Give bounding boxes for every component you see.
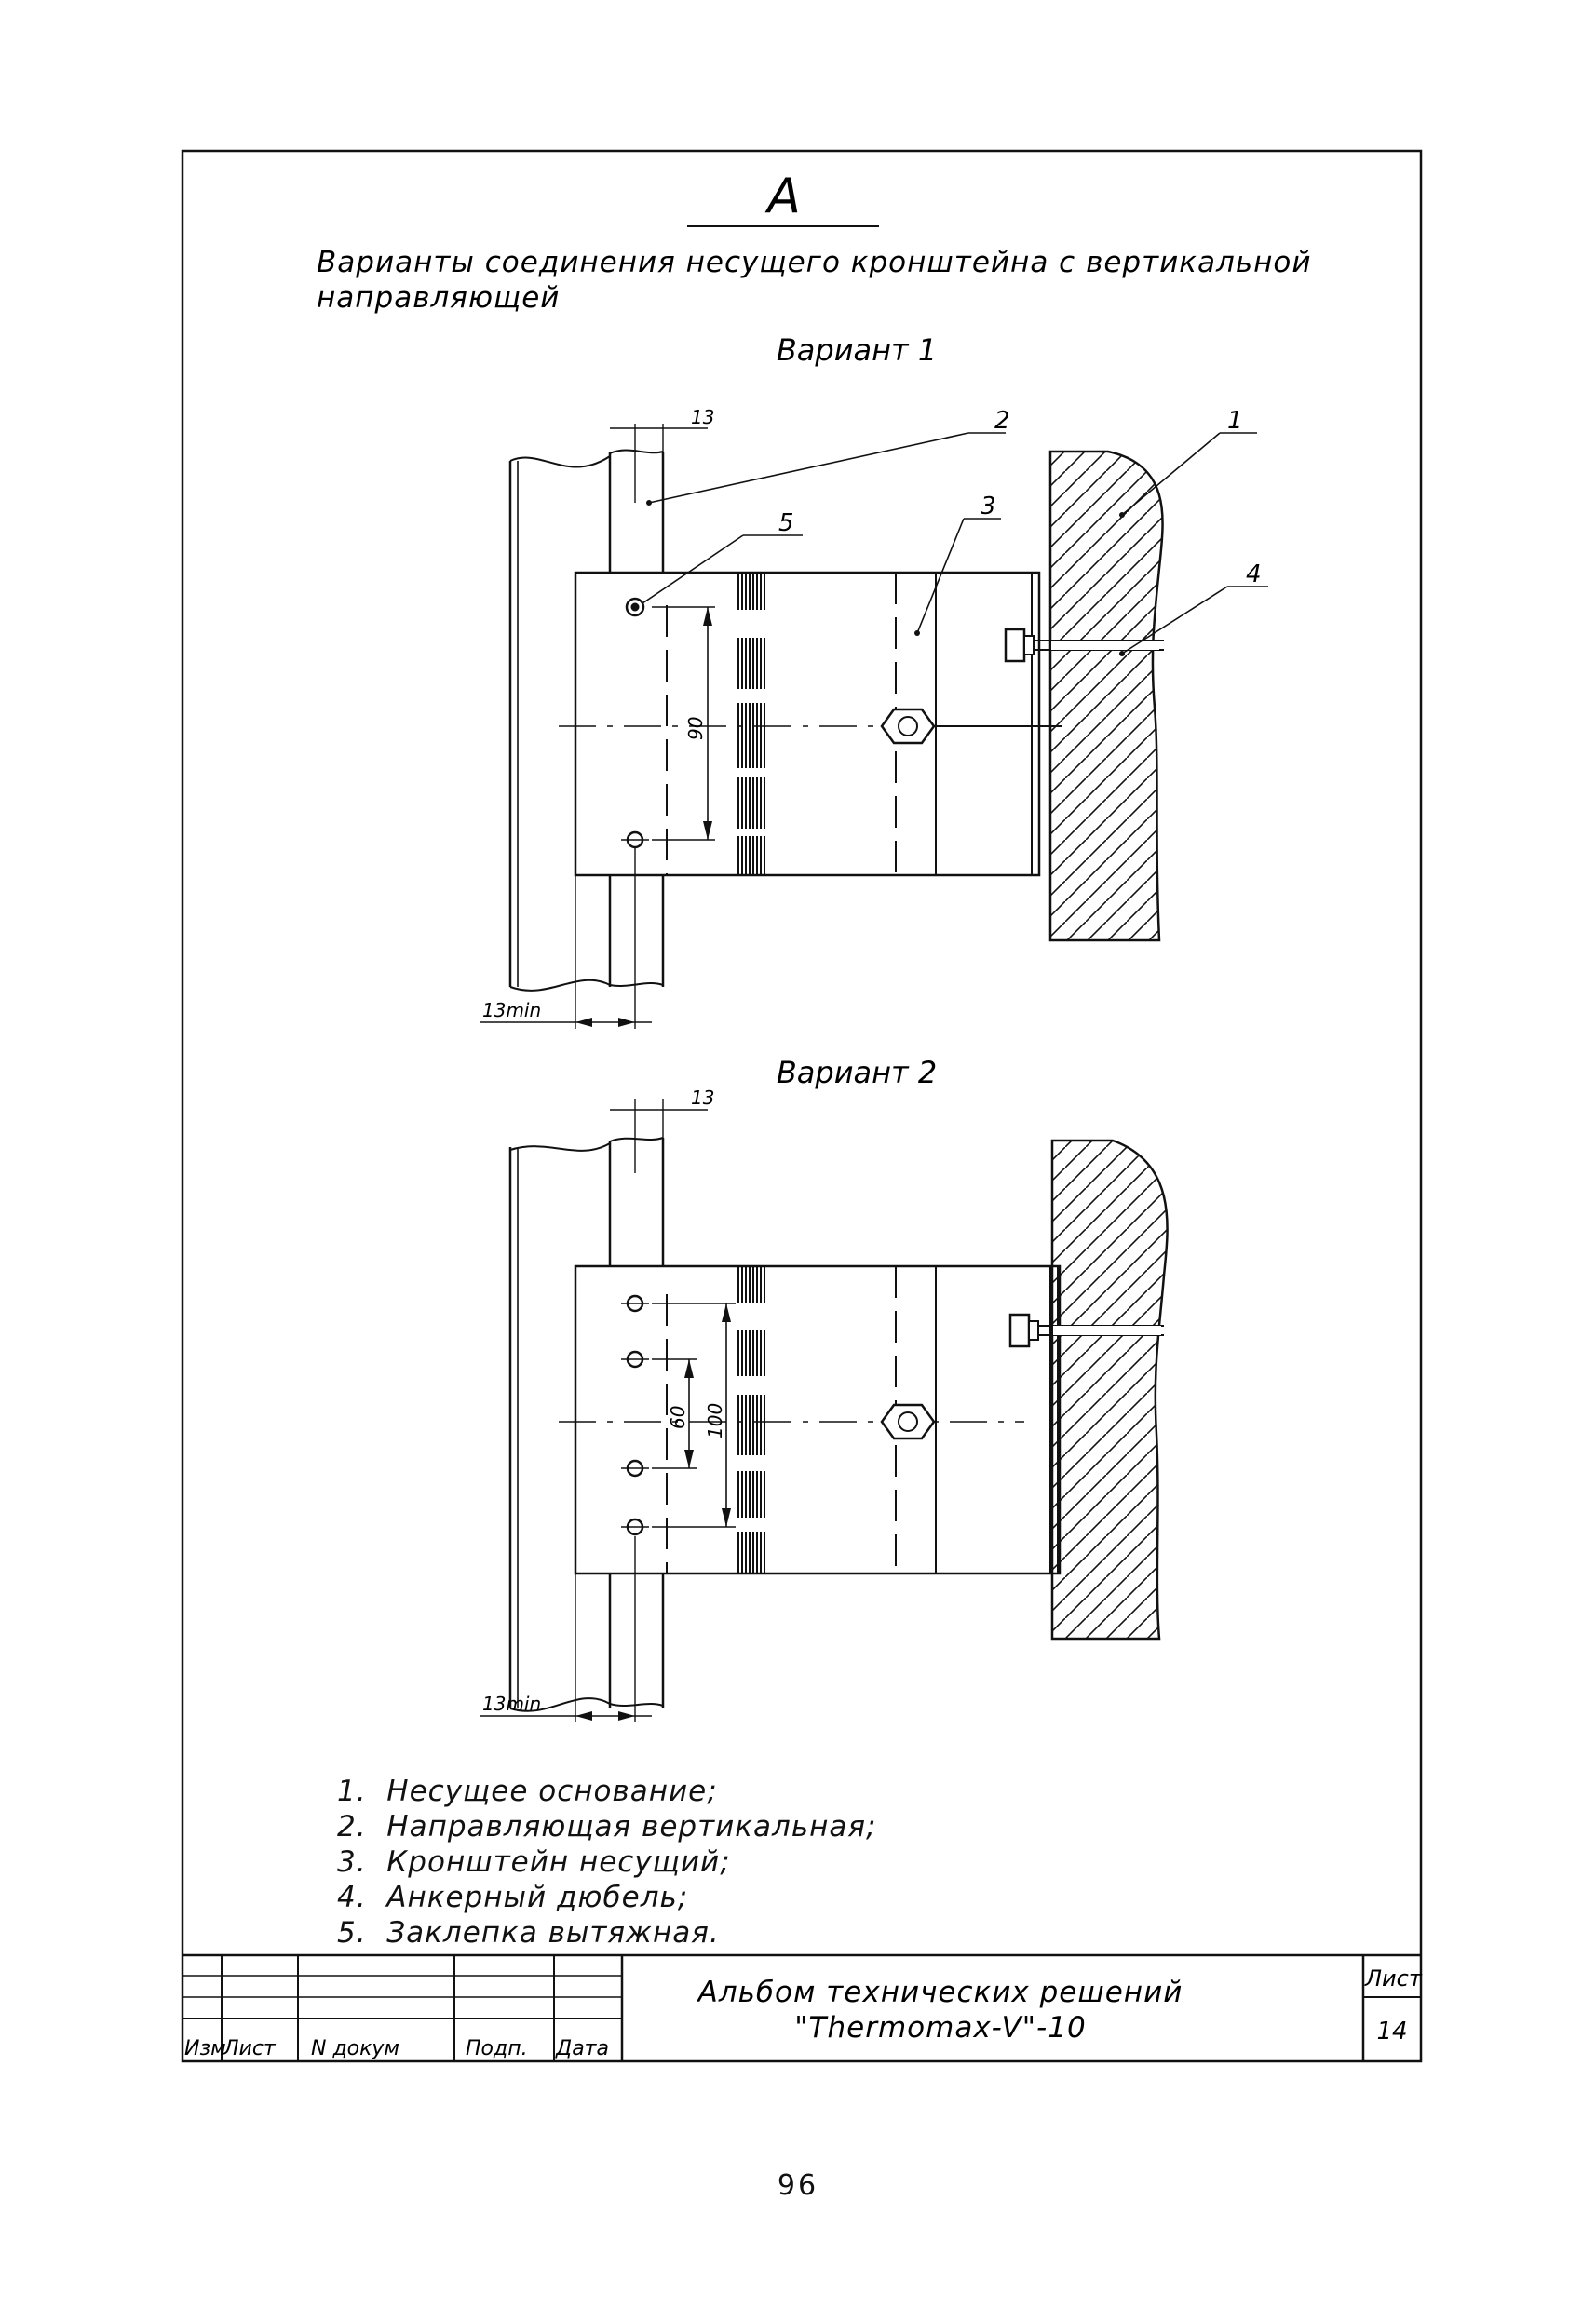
variant-2-drawing (480, 1099, 1169, 1722)
sheet-frame (181, 149, 1423, 2063)
legend-item: 2. Направляющая вертикальная; (337, 1810, 877, 1843)
variant-2-dim-bottom: 13min (482, 1693, 541, 1715)
sheet-label: Лист (1364, 1965, 1423, 1992)
legend-item: 4. Анкерный дюбель; (337, 1881, 689, 1914)
col-ndokum-label: N докум (311, 2037, 399, 2060)
col-list-label: Лист (223, 2037, 277, 2060)
callout-5: 5 (778, 509, 794, 537)
leader-dot (646, 500, 652, 506)
leader-dot (1119, 651, 1125, 656)
variant-1-dim-bottom: 13min (482, 999, 541, 1021)
variant-1-title: Вариант 1 (777, 332, 937, 368)
album-title-line-1: Альбом технических решений (697, 1976, 1183, 2009)
callout-1: 1 (1227, 407, 1243, 435)
leader-dot (914, 630, 920, 636)
variant-1-drawing (480, 424, 1268, 1029)
leader-dot (1119, 512, 1125, 518)
sheet-number: 14 (1376, 2018, 1407, 2046)
col-data-label: Дата (555, 2037, 609, 2060)
legend-list: 1. Несущее основание; 2. Направляющая ве… (337, 1774, 876, 1951)
legend-item: 1. Несущее основание; (337, 1775, 718, 1808)
col-izm-label: Изм (184, 2037, 226, 2060)
page-number: 96 (777, 2169, 819, 2202)
callout-2: 2 (994, 407, 1010, 435)
view-letter: А (764, 169, 801, 224)
variant-2-dim-outer: 100 (704, 1403, 726, 1438)
legend-item: 3. Кронштейн несущий; (337, 1845, 731, 1879)
callout-4: 4 (1246, 560, 1262, 588)
legend-item: 5. Заклепка вытяжная. (337, 1916, 720, 1950)
variant-2-title: Вариант 2 (777, 1055, 937, 1090)
variant-2-dim-inner: 60 (667, 1406, 689, 1429)
variant-2-dim-top: 13 (691, 1087, 714, 1109)
title-block (183, 1953, 1421, 2061)
heading-line-1: Варианты соединения несущего кронштейна … (317, 246, 1311, 279)
album-title-line-2: "Thermomax-V"-10 (794, 2011, 1086, 2045)
heading-line-2: направляющей (317, 281, 560, 315)
callout-3: 3 (981, 493, 996, 520)
variant-1-dim-holes: 90 (684, 717, 707, 740)
col-podp-label: Подп. (466, 2037, 528, 2060)
variant-1-dim-top: 13 (691, 406, 714, 428)
